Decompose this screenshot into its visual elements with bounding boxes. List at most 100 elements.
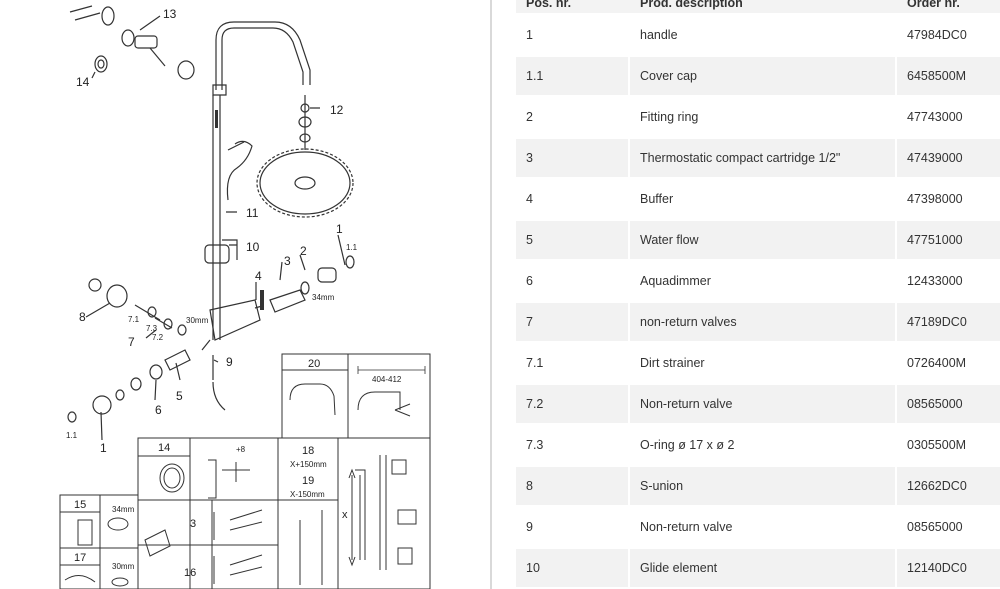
callout-12: 12 (330, 103, 344, 117)
cell-pos: 1.1 (516, 57, 630, 95)
cell-order: 6458500M (897, 57, 1000, 95)
callout-3: 3 (284, 254, 291, 268)
callout-2: 2 (300, 244, 307, 258)
box-label-18: 18 (302, 445, 314, 457)
cell-pos: 5 (516, 221, 630, 259)
callout-13: 13 (163, 7, 177, 21)
box-dimension-34mm: 34mm (112, 505, 135, 514)
cell-order: 08565000 (897, 385, 1000, 423)
cell-pos: 1 (516, 16, 630, 54)
cell-description: Non-return valve (630, 508, 897, 546)
cell-order: 47189DC0 (897, 303, 1000, 341)
box-label-20: 20 (308, 358, 320, 370)
cell-pos: 9 (516, 508, 630, 546)
cell-order: 47398000 (907, 192, 963, 206)
box-label-14: 14 (158, 442, 170, 454)
box-label-19: 19 (302, 475, 314, 487)
box-dimension-plus8: +8 (236, 445, 246, 454)
dimension-30mm: 30mm (186, 316, 209, 325)
cell-pos: 10 (516, 549, 630, 587)
cell-order: 12433000 (907, 274, 963, 288)
callout-7-3: 7.3 (146, 324, 158, 333)
cell-description: non-return valves (630, 303, 897, 341)
cell-pos: 7.2 (516, 385, 630, 423)
cell-description: handle (630, 16, 897, 54)
box-label-17: 17 (74, 552, 86, 564)
cell-pos: 8 (516, 467, 630, 505)
callout-10: 10 (246, 240, 260, 254)
cell-description: Water flow (630, 221, 897, 259)
cell-order: 0726400M (907, 356, 967, 370)
cell-order: 12662DC0 (897, 467, 1000, 505)
cell-description: Cover cap (630, 57, 897, 95)
cell-order: 47751000 (897, 221, 1000, 259)
cell-description: Dirt strainer (630, 344, 897, 382)
parts-diagram: 13 14 12 11 10 1 1.1 2 3 4 34mm 30mm 8 7… (59, 5, 431, 589)
callout-9: 9 (226, 355, 233, 369)
cell-description: Buffer (630, 180, 897, 218)
cell-order: 47984DC0 (907, 28, 967, 42)
cell-pos: 7.1 (516, 344, 630, 382)
box-label-3: 3 (190, 518, 196, 530)
callout-5: 5 (176, 389, 183, 403)
cell-description: Thermostatic compact cartridge 1/2" (630, 139, 897, 177)
cell-description: O-ring ø 17 x ø 2 (630, 426, 897, 464)
cell-order: 12140DC0 (897, 549, 1000, 587)
box-dimension-404-412: 404-412 (372, 375, 402, 384)
column-header-description: Prod. description (630, 0, 897, 13)
column-header-pos: Pos. nr. (516, 0, 630, 13)
dimension-34mm: 34mm (312, 293, 335, 302)
cell-order: 0305500M (907, 438, 967, 452)
box-dimension-x: x (342, 509, 348, 521)
callout-8: 8 (79, 310, 86, 324)
exploded-parts-drawing: 13 14 12 11 10 1 1.1 2 3 4 34mm 30mm 8 7… (0, 0, 490, 589)
callout-4: 4 (255, 269, 262, 283)
callout-1-top: 1 (336, 222, 343, 236)
callout-7: 7 (128, 335, 135, 349)
callout-1-bottom: 1 (100, 441, 107, 455)
box-label-16: 16 (184, 567, 196, 579)
column-header-order: Order nr. (897, 0, 1000, 13)
callout-1-1-bottom: 1.1 (66, 431, 78, 440)
cell-pos: 7 (516, 303, 630, 341)
cell-description: Glide element (630, 549, 897, 587)
box-dimension-x-minus-150: X-150mm (290, 490, 325, 499)
cell-description: Fitting ring (630, 98, 897, 136)
callout-7-1: 7.1 (128, 315, 140, 324)
callout-14: 14 (76, 75, 90, 89)
callout-11: 11 (246, 206, 259, 220)
box-label-15: 15 (74, 499, 86, 511)
cell-pos: 3 (516, 139, 630, 177)
box-dimension-x-plus-150: X+150mm (290, 460, 327, 469)
callout-6: 6 (155, 403, 162, 417)
callout-7-2: 7.2 (152, 333, 164, 342)
box-dimension-30mm: 30mm (112, 562, 135, 571)
cell-description: Aquadimmer (630, 262, 897, 300)
table-header-row: Pos. nr. Prod. description Order nr. (516, 0, 1000, 13)
cell-order: 47439000 (897, 139, 1000, 177)
cell-order: 08565000 (907, 520, 963, 534)
cell-description: Non-return valve (630, 385, 897, 423)
cell-pos: 4 (516, 180, 630, 218)
cell-pos: 7.3 (516, 426, 630, 464)
cell-order: 47743000 (907, 110, 963, 124)
cell-description: S-union (630, 467, 897, 505)
callout-1-1-top: 1.1 (346, 243, 358, 252)
panel-divider (490, 0, 492, 589)
cell-pos: 2 (516, 98, 630, 136)
